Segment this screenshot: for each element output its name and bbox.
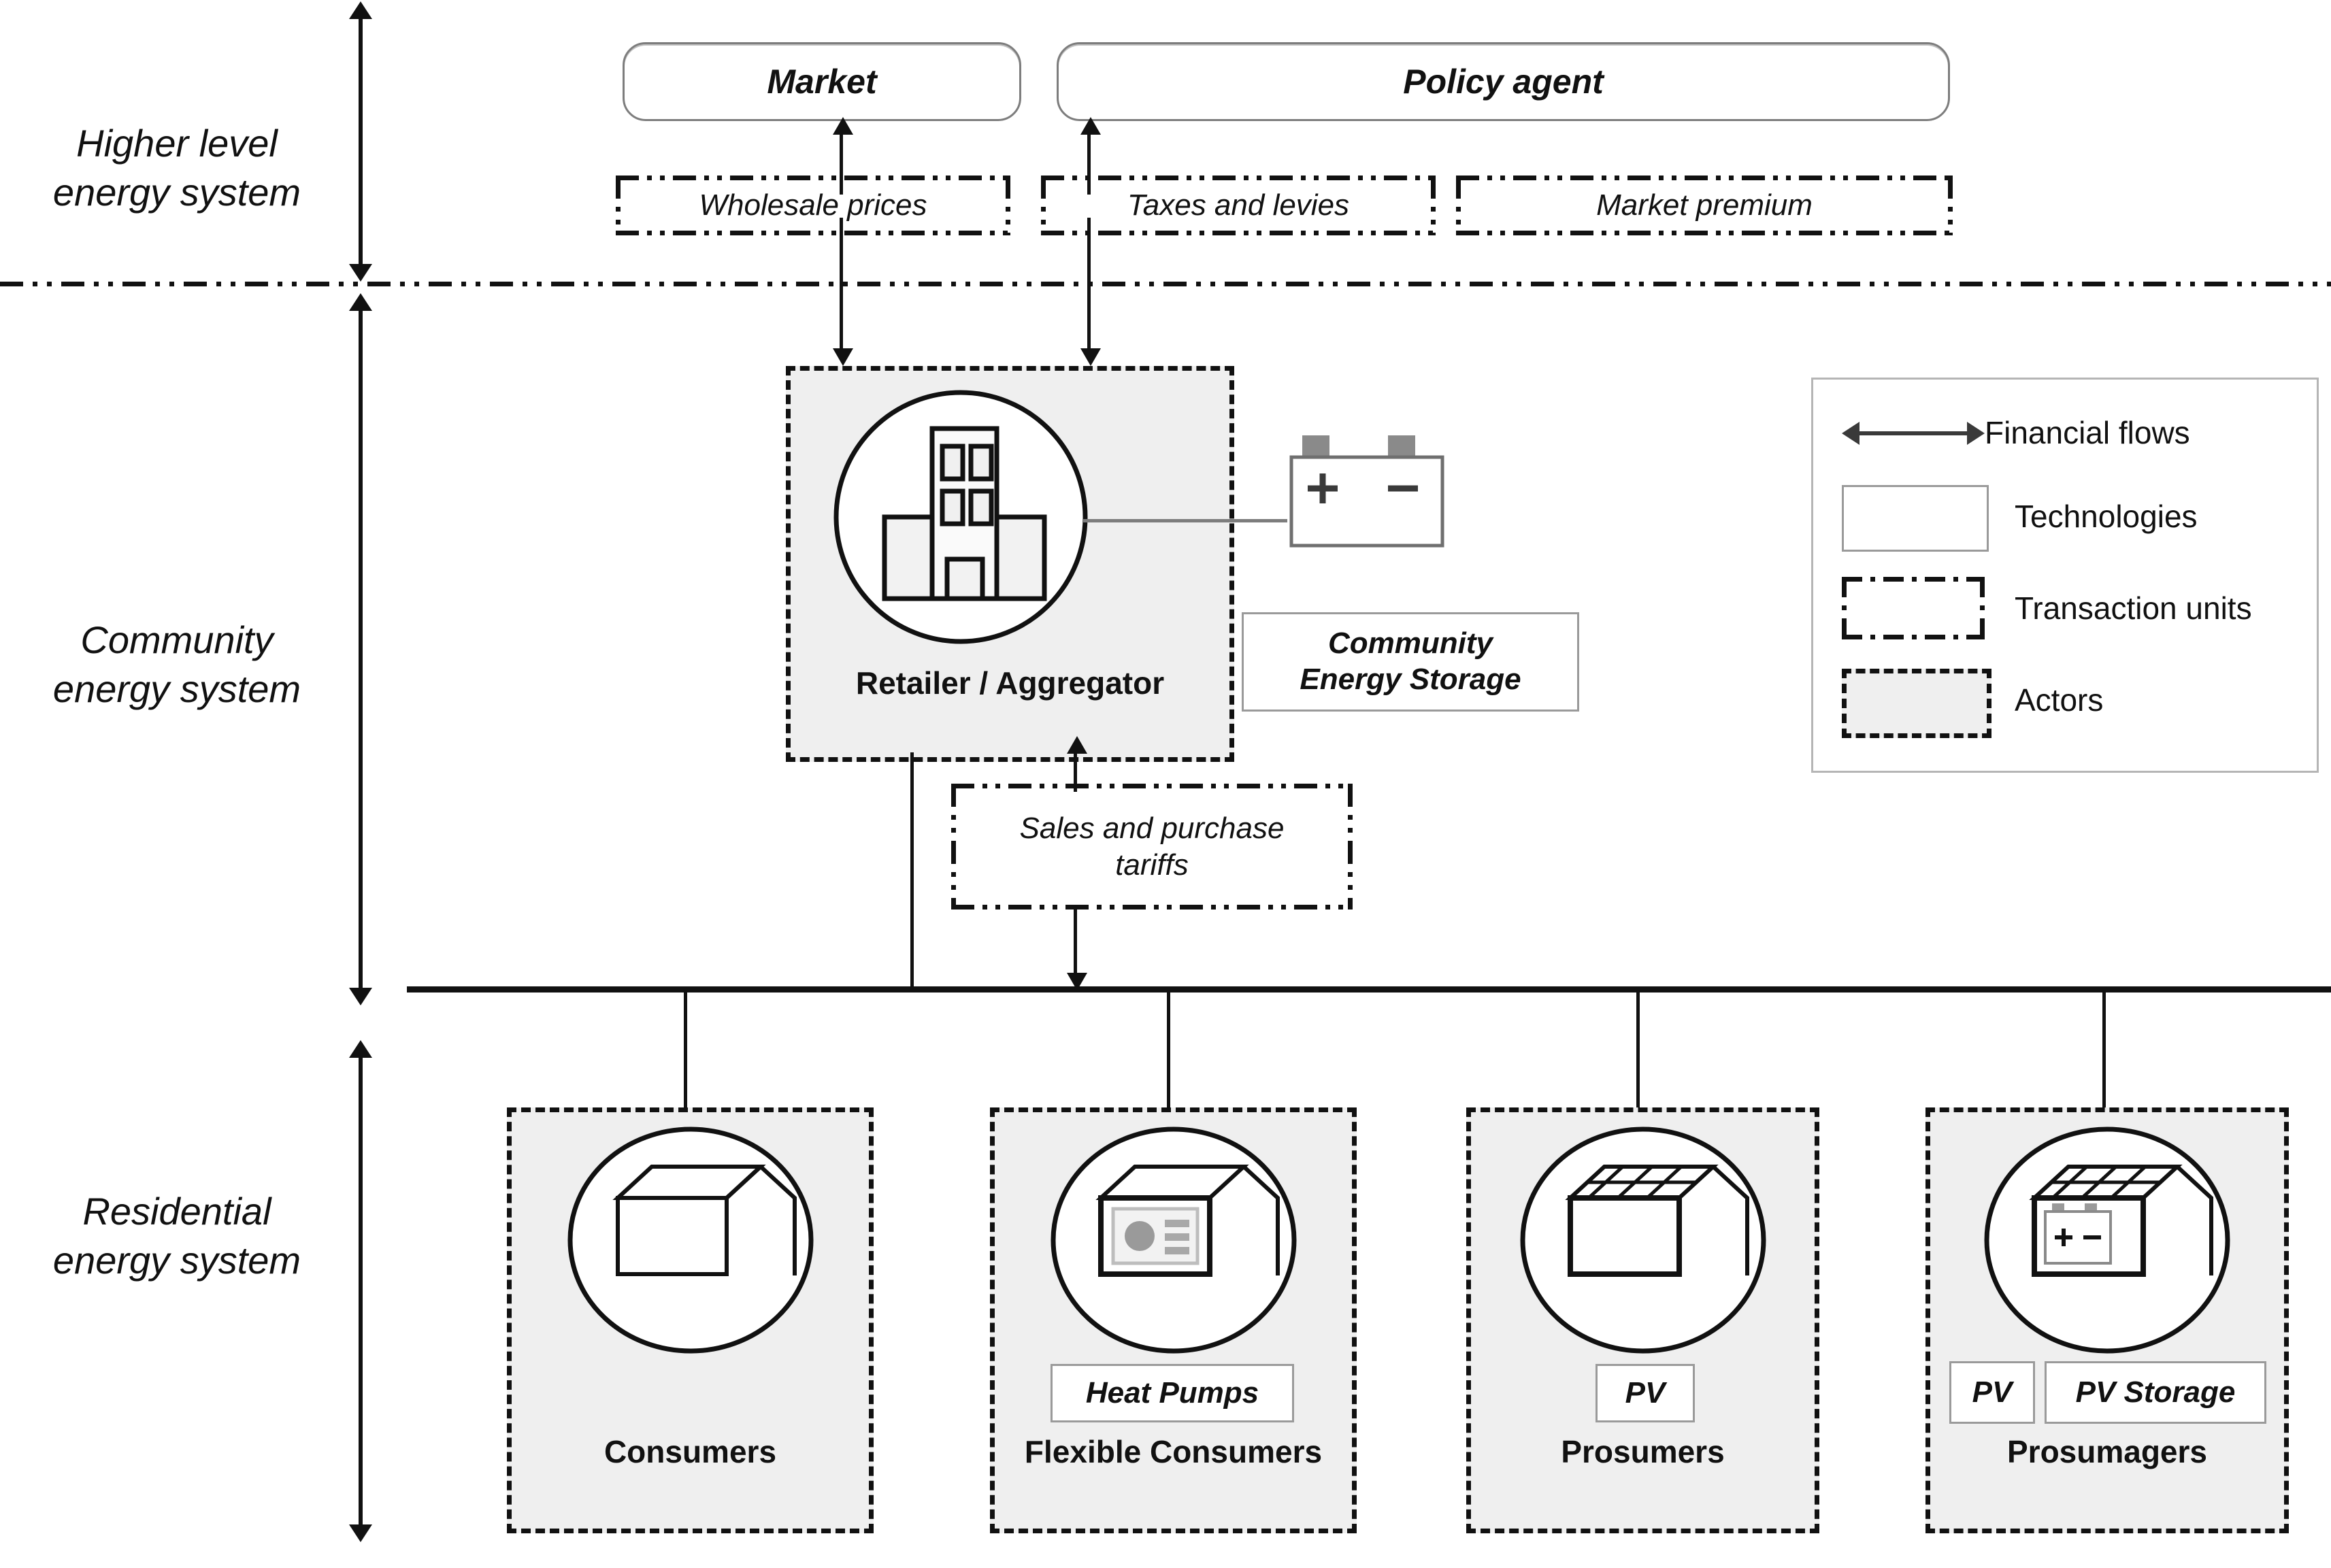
level-axis-residential bbox=[359, 1056, 363, 1526]
connector-retailer-to-storage bbox=[1083, 519, 1287, 522]
technology-heat-pumps[interactable]: Heat Pumps bbox=[1051, 1364, 1294, 1422]
actor-retailer-aggregator-label: Retailer / Aggregator bbox=[855, 665, 1165, 701]
border-left bbox=[1041, 176, 1046, 235]
transaction-unit-label: Taxes and levies bbox=[1127, 188, 1350, 222]
transaction-unit-label: Market premium bbox=[1596, 188, 1813, 222]
transaction-unit-sales-and-purchase-tariffs[interactable]: Sales and purchase tariffs bbox=[951, 784, 1353, 910]
legend-item-financial-flows: Financial flows bbox=[1842, 401, 2190, 464]
level-label-higher: Higher level energy system bbox=[52, 122, 301, 214]
battery-icon bbox=[1286, 435, 1463, 558]
arrowhead-taxes-to-policy bbox=[1080, 117, 1101, 135]
border-top bbox=[951, 784, 1353, 788]
house-pv-battery-icon bbox=[1981, 1124, 2233, 1356]
border-left bbox=[616, 176, 621, 235]
actor-prosumagers[interactable]: PV PV Storage Prosumagers bbox=[1925, 1107, 2289, 1533]
legend: Financial flows Technologies Transaction… bbox=[1811, 378, 2319, 773]
technology-pv[interactable]: PV bbox=[1949, 1361, 2035, 1424]
flow-wholesale-to-retailer bbox=[840, 218, 843, 350]
transaction-unit-label: Sales and purchase tariffs bbox=[1019, 811, 1285, 882]
actor-prosumers-label: Prosumers bbox=[1561, 1434, 1725, 1469]
actor-consumers[interactable]: Consumers bbox=[507, 1107, 874, 1533]
arrowhead-tariffs-to-retailer bbox=[1067, 736, 1087, 754]
border-top bbox=[616, 176, 1010, 180]
flow-taxes-to-policy bbox=[1087, 133, 1091, 195]
connector-bus-to-prosumagers bbox=[2102, 990, 2106, 1109]
legend-label: Financial flows bbox=[1985, 415, 2190, 450]
flow-tariffs-to-retailer bbox=[1074, 752, 1077, 792]
actor-flexible-consumers-label: Flexible Consumers bbox=[1024, 1434, 1323, 1469]
axis-arrow-up-community bbox=[349, 293, 372, 311]
border-right bbox=[1948, 176, 1953, 235]
legend-item-actors: Actors bbox=[1842, 669, 2104, 738]
border-right bbox=[1348, 784, 1353, 910]
actor-consumers-label: Consumers bbox=[604, 1434, 777, 1469]
transaction-unit-taxes-and-levies[interactable]: Taxes and levies bbox=[1041, 176, 1436, 235]
actor-prosumagers-label: Prosumagers bbox=[2006, 1434, 2207, 1469]
border-top bbox=[1041, 176, 1436, 180]
actor-policy-agent-label: Policy agent bbox=[1403, 63, 1604, 101]
transaction-unit-market-premium[interactable]: Market premium bbox=[1456, 176, 1953, 235]
border-top bbox=[1456, 176, 1953, 180]
axis-arrow-up-residential bbox=[349, 1040, 372, 1058]
border-left bbox=[951, 784, 956, 910]
flow-tariffs-to-bus bbox=[1074, 905, 1077, 983]
connector-bus-to-consumers bbox=[684, 990, 687, 1109]
connector-bus-to-prosumers bbox=[1636, 990, 1640, 1109]
border-bottom bbox=[951, 905, 1353, 910]
technology-community-energy-storage[interactable]: Community Energy Storage bbox=[1242, 612, 1579, 712]
system-divider-line bbox=[0, 282, 2331, 286]
border-right bbox=[1006, 176, 1010, 235]
actor-market-label: Market bbox=[767, 63, 877, 101]
flow-taxes-to-retailer bbox=[1087, 218, 1091, 350]
legend-label: Technologies bbox=[2015, 499, 2198, 534]
technologies-swatch bbox=[1842, 485, 1989, 552]
transaction-units-swatch bbox=[1842, 577, 1985, 639]
legend-label: Transaction units bbox=[2015, 590, 2252, 626]
axis-arrow-up-higher bbox=[349, 1, 372, 19]
legend-item-technologies: Technologies bbox=[1842, 485, 2198, 552]
arrowhead-wholesale-to-market bbox=[833, 117, 853, 135]
technology-pv[interactable]: PV bbox=[1596, 1364, 1695, 1422]
connector-bus-to-flexible-consumers bbox=[1167, 990, 1170, 1109]
border-left bbox=[1456, 176, 1461, 235]
flow-wholesale-to-market bbox=[840, 133, 843, 195]
actor-prosumers[interactable]: PV Prosumers bbox=[1466, 1107, 1819, 1533]
border-right bbox=[1431, 176, 1436, 235]
actors-swatch bbox=[1842, 669, 1991, 738]
arrowhead-taxes-to-retailer bbox=[1080, 348, 1101, 366]
arrowhead-wholesale-to-retailer bbox=[833, 348, 853, 366]
actor-retailer-aggregator[interactable]: Retailer / Aggregator bbox=[786, 366, 1234, 762]
house-icon bbox=[565, 1124, 816, 1356]
level-label-community: Community energy system bbox=[52, 618, 301, 710]
actor-policy-agent[interactable]: Policy agent bbox=[1057, 42, 1950, 121]
office-building-icon bbox=[831, 388, 1090, 646]
axis-arrow-down-community bbox=[349, 988, 372, 1005]
axis-arrow-down-higher bbox=[349, 264, 372, 282]
border-bottom bbox=[616, 231, 1010, 235]
border-bottom bbox=[1456, 231, 1953, 235]
technology-pv-storage[interactable]: PV Storage bbox=[2045, 1361, 2266, 1424]
axis-arrow-down-residential bbox=[349, 1524, 372, 1542]
transaction-unit-label: Wholesale prices bbox=[699, 188, 927, 222]
connector-retailer-to-bus bbox=[910, 752, 914, 989]
border-bottom bbox=[1041, 231, 1436, 235]
transaction-unit-wholesale-prices[interactable]: Wholesale prices bbox=[616, 176, 1010, 235]
level-label-residential: Residential energy system bbox=[52, 1190, 301, 1282]
double-arrow-icon bbox=[1842, 401, 1985, 464]
actor-flexible-consumers[interactable]: Heat Pumps Flexible Consumers bbox=[990, 1107, 1357, 1533]
house-pv-icon bbox=[1517, 1124, 1769, 1356]
distribution-bus-bar bbox=[407, 986, 2331, 992]
legend-label: Actors bbox=[2015, 682, 2104, 718]
house-heatpump-icon bbox=[1048, 1124, 1300, 1356]
actor-market[interactable]: Market bbox=[623, 42, 1021, 121]
level-axis-higher bbox=[359, 18, 363, 269]
level-axis-community bbox=[359, 310, 363, 997]
legend-item-transaction-units: Transaction units bbox=[1842, 577, 2252, 639]
